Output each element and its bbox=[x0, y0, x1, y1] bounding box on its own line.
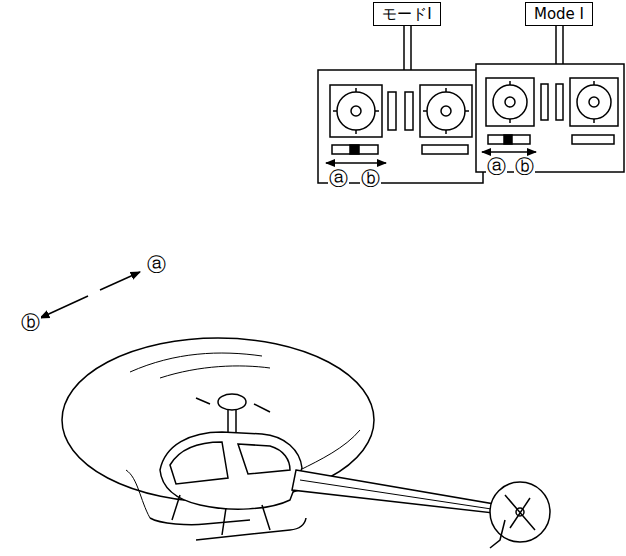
direction-letter: ⓑ bbox=[360, 168, 381, 188]
mode-title-box: モードI bbox=[373, 2, 441, 26]
helicopter bbox=[62, 338, 550, 548]
direction-letter: ⓑ bbox=[20, 312, 41, 332]
mode-title: モードI bbox=[382, 5, 432, 23]
direction-letter: ⓑ bbox=[514, 156, 535, 176]
transmitter bbox=[476, 26, 624, 172]
direction-letter: ⓐ bbox=[486, 156, 507, 176]
mode-title: Mode I bbox=[534, 5, 584, 23]
rotation-arrow bbox=[40, 272, 140, 318]
direction-letter: ⓐ bbox=[328, 168, 349, 188]
transmitter bbox=[318, 26, 483, 183]
direction-letter: ⓐ bbox=[146, 254, 167, 274]
mode-title-box: Mode I bbox=[525, 2, 593, 26]
